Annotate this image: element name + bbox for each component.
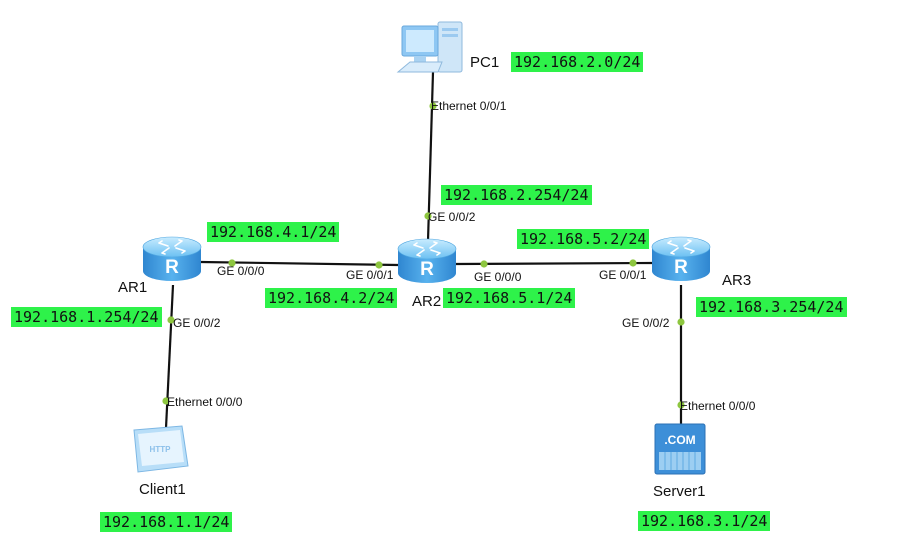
port-label: Ethernet 0/0/0 [167,395,243,409]
ip-label-ar2-ge000: 192.168.5.1/24 [443,288,576,308]
server-badge-text: .COM [664,433,695,447]
pc-icon[interactable] [396,21,463,73]
port-dot [677,318,685,326]
router-icon[interactable] [651,236,711,282]
client-badge-text: HTTP [150,445,172,454]
ip-label-ar2-ge001: 192.168.4.2/24 [265,288,398,308]
device-label-ar1: AR1 [118,279,147,296]
port-label: GE 0/0/0 [217,264,265,278]
port-label: GE 0/0/2 [622,316,670,330]
port-dot [228,259,236,267]
port-dot [424,212,432,220]
link-ar2-ar3 [455,261,653,266]
port-label: GE 0/0/0 [474,270,522,284]
device-label-server1: Server1 [653,483,706,500]
ip-label-ar1-ge002: 192.168.1.254/24 [11,307,162,327]
port-label: Ethernet 0/0/0 [680,399,756,413]
port-dots [162,102,685,409]
port-dot [162,397,170,405]
ip-label-ar3-ge002: 192.168.3.254/24 [696,297,847,317]
server-icon[interactable]: .COM [654,423,706,475]
port-dot [629,259,637,267]
device-label-pc1: PC1 [470,54,499,71]
ip-label-ar3-ge001: 192.168.5.2/24 [517,229,650,249]
port-dot [167,316,175,324]
device-label-ar3: AR3 [722,272,751,289]
port-label: Ethernet 0/0/1 [431,99,507,113]
ip-label-ar2-ge002: 192.168.2.254/24 [441,185,592,205]
port-dot [429,102,437,110]
port-dot [677,401,685,409]
port-label: GE 0/0/2 [173,316,221,330]
port-label: GE 0/0/1 [346,268,394,282]
device-label-ar2: AR2 [412,293,441,310]
port-label: GE 0/0/1 [599,268,647,282]
port-label: GE 0/0/2 [428,210,476,224]
device-label-client1: Client1 [139,481,186,498]
ip-label-client1: 192.168.1.1/24 [100,512,233,532]
router-icon[interactable] [397,238,457,284]
router-icon[interactable] [142,236,202,282]
ip-label-pc1-network: 192.168.2.0/24 [511,52,644,72]
port-dot [375,261,383,269]
ip-label-ar1-ge000: 192.168.4.1/24 [207,222,340,242]
port-dot [480,260,488,268]
http-client-icon[interactable]: HTTP [133,425,189,473]
ip-label-server1: 192.168.3.1/24 [638,511,771,531]
